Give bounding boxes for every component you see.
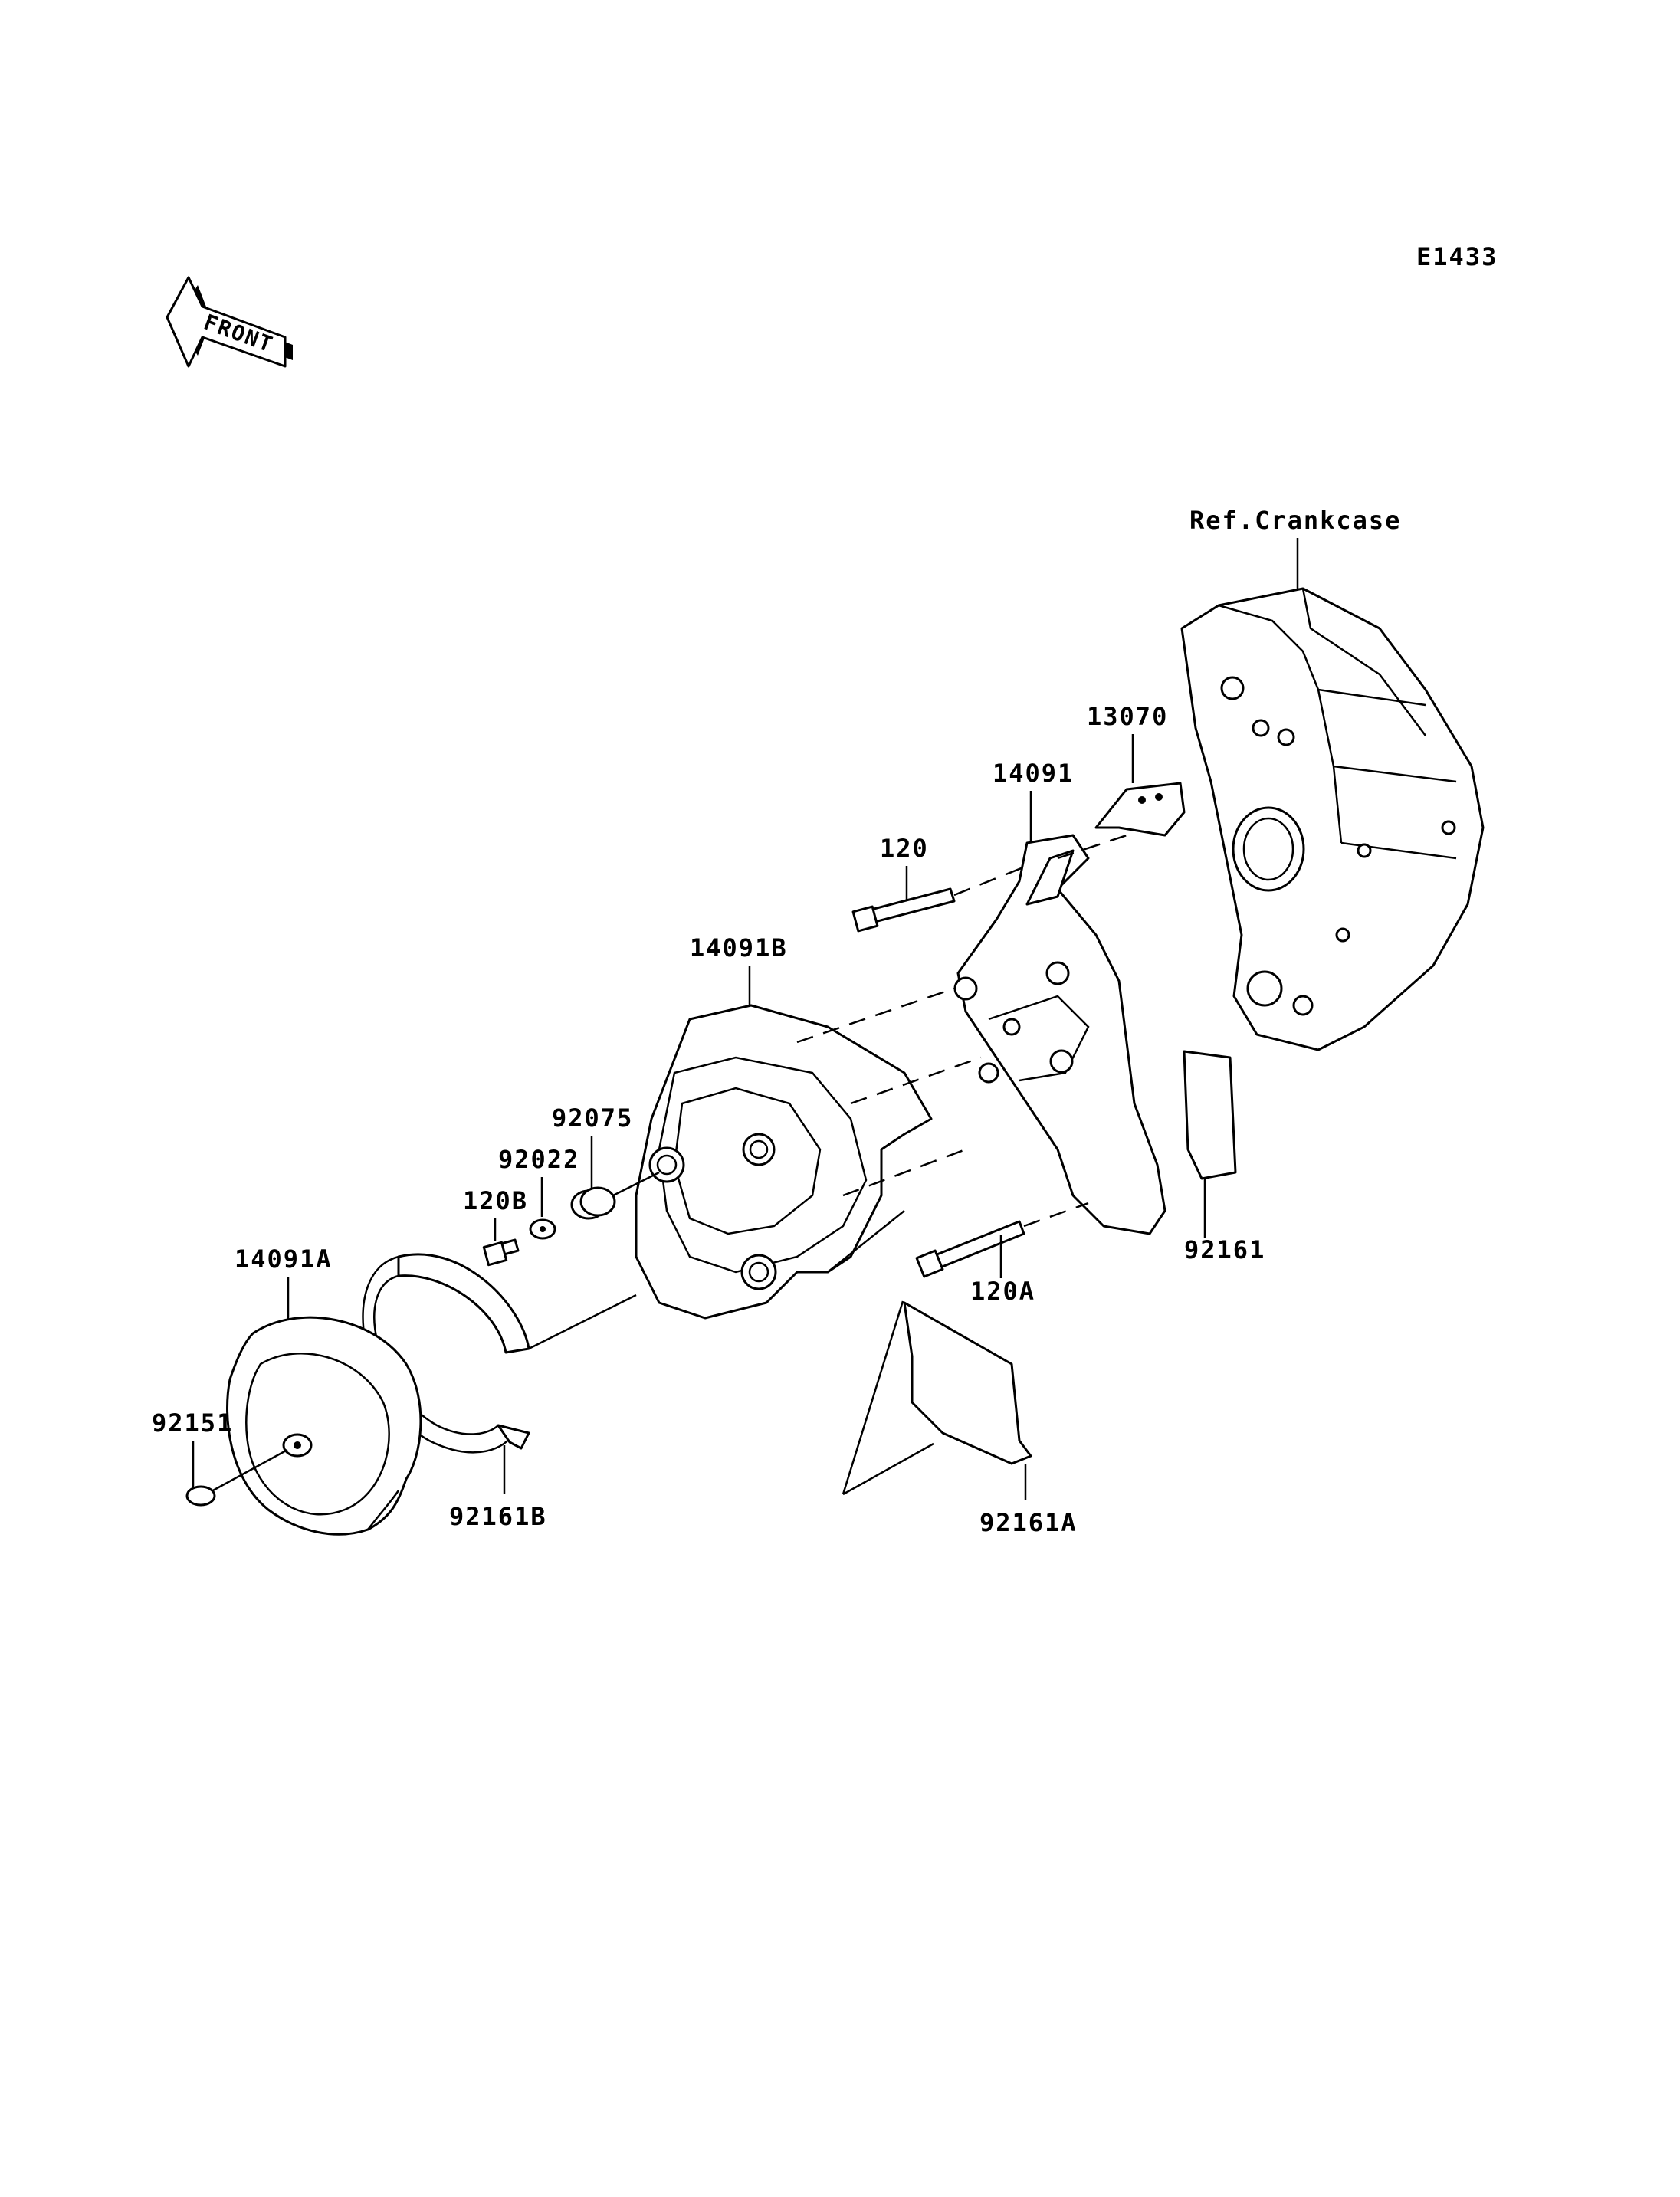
part-92151-screw: 92151 <box>152 1408 288 1507</box>
part-92075-grommet: 92075 <box>552 1103 660 1220</box>
part-14091b-cover: 14091B <box>635 933 982 1320</box>
part-label-92161: 92161 <box>1184 1235 1265 1264</box>
part-label-92022: 92022 <box>498 1145 579 1174</box>
part-120-bolt: 120 <box>851 834 1127 933</box>
part-92161b-seal-ring: 92161B <box>362 1253 637 1531</box>
part-120b-bolt: 120B <box>463 1186 528 1267</box>
part-92161a-gasket: 92161A <box>842 1300 1078 1537</box>
crankcase-reference-label: Ref.Crankcase <box>1189 506 1401 535</box>
part-label-14091: 14091 <box>993 759 1074 788</box>
part-92022-washer: 92022 <box>498 1145 579 1240</box>
part-120a-bolt: 120A <box>915 1202 1089 1306</box>
part-label-92161a: 92161A <box>979 1508 1078 1537</box>
part-label-120b: 120B <box>463 1186 528 1215</box>
part-label-92151: 92151 <box>152 1408 233 1438</box>
part-13070-bracket: 13070 <box>1087 702 1186 837</box>
part-label-14091b: 14091B <box>690 933 788 962</box>
part-label-120a: 120A <box>970 1277 1035 1306</box>
front-arrow-icon: FRONT <box>166 276 293 368</box>
part-label-14091a: 14091A <box>235 1244 333 1274</box>
diagram-code: E1433 <box>1416 242 1498 271</box>
part-label-92161b: 92161B <box>449 1502 547 1531</box>
part-label-13070: 13070 <box>1087 702 1168 731</box>
part-14091-cover: 14091 <box>953 759 1166 1235</box>
part-label-92075: 92075 <box>552 1103 633 1133</box>
part-label-120: 120 <box>880 834 929 863</box>
crankcase-reference-drawing: Ref.Crankcase <box>1180 506 1485 1051</box>
part-14091a-cover: 14091A <box>226 1244 422 1536</box>
part-92161-gasket: 92161 <box>1183 1050 1265 1264</box>
